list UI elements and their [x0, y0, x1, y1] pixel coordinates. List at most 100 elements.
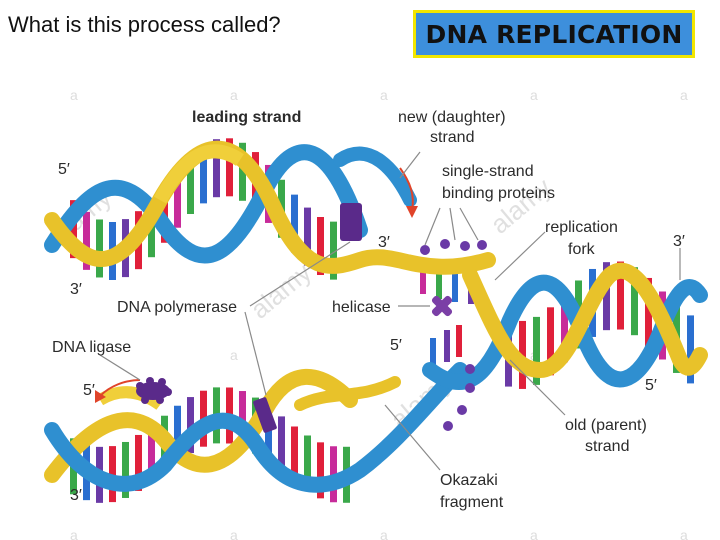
label-dna-polymerase: DNA polymerase	[117, 299, 237, 316]
base-pair-lower	[265, 406, 272, 463]
unpaired-base-upper	[452, 268, 458, 302]
label-5prime-mid: 5′	[390, 337, 402, 354]
leading-arrowhead	[406, 206, 418, 218]
upper-blue-strand	[44, 144, 368, 264]
upper-blue-lead	[333, 146, 417, 207]
leader-okazaki	[384, 404, 441, 471]
parent-gold-strand	[462, 262, 708, 379]
base-pair-upper	[96, 219, 103, 278]
base-pair-lower	[122, 441, 129, 498]
label-fork-1: replication	[545, 219, 618, 236]
leader-ligase	[99, 354, 141, 381]
okazaki-fragment-strand	[294, 376, 401, 411]
dna-replication-diagram: aaaaaaaaaaaaalamyalamyalamyalamy	[44, 87, 708, 540]
leader-fork	[494, 231, 546, 281]
answer-text: DNA REPLICATION	[425, 19, 683, 49]
base-pair-upper	[291, 194, 298, 253]
parent-blue-strand	[422, 274, 708, 390]
base-pair-upper	[330, 221, 337, 280]
watermark-mark: a	[230, 347, 238, 363]
label-3prime-bottom: 3′	[70, 487, 82, 504]
base-pair-upper	[317, 217, 324, 276]
base-pair-upper	[187, 155, 194, 214]
dna-polymerase-lower	[253, 397, 277, 433]
unpaired-base-lower	[430, 338, 436, 370]
label-3prime-left: 3′	[70, 281, 82, 298]
label-ssb-1: single-strand	[442, 163, 534, 180]
upper-gold-strand	[44, 140, 496, 275]
base-pair-lower	[291, 426, 298, 483]
base-pair-upper	[83, 211, 90, 270]
label-new-strand-1: new (daughter)	[398, 109, 506, 126]
question-text: What is this process called?	[8, 12, 281, 37]
base-pair-lower	[174, 405, 181, 462]
label-new-strand-2: strand	[430, 129, 474, 146]
base-pair-lower	[278, 416, 285, 473]
base-pair-parent	[687, 315, 694, 384]
lagging-arrowhead	[95, 390, 106, 403]
label-3prime-right: 3′	[673, 233, 685, 250]
watermark-mark: a	[530, 87, 538, 103]
ssb-dots	[420, 239, 487, 431]
dna-ligase-shape	[136, 377, 172, 404]
base-pair-parent	[645, 277, 652, 346]
base-pair-upper	[200, 145, 207, 204]
base-pair-lower	[187, 397, 194, 454]
leader-polymerase-lower	[244, 311, 267, 396]
watermark-text: alamy	[245, 257, 317, 325]
watermark-mark: a	[380, 527, 388, 540]
watermark-mark: a	[380, 87, 388, 103]
base-pair-parent	[533, 316, 540, 385]
lower-blue-strand	[44, 362, 468, 493]
base-pair-parent	[547, 307, 554, 376]
label-ssb-2: binding proteins	[442, 185, 555, 202]
leader-polymerase-upper	[249, 241, 351, 307]
answer-box: DNA REPLICATION	[413, 10, 695, 58]
label-okazaki-1: Okazaki	[440, 472, 498, 489]
label-3prime-upper-mid: 3′	[378, 234, 390, 251]
watermark-mark: a	[70, 527, 78, 540]
unpaired-base-lower	[444, 330, 450, 362]
dna-polymerase-upper	[340, 203, 362, 241]
label-leading-strand: leading strand	[192, 109, 301, 126]
watermark-mark: a	[680, 87, 688, 103]
base-pair-lower	[304, 435, 311, 492]
unpaired-base-upper	[436, 265, 442, 299]
base-pair-parent	[561, 294, 568, 363]
base-pair-upper	[174, 169, 181, 228]
base-pair-upper	[239, 142, 246, 201]
upper-gold-front	[153, 144, 244, 204]
label-helicase: helicase	[332, 299, 391, 316]
label-okazaki-2: fragment	[440, 494, 504, 511]
leader-ssb-2	[449, 207, 456, 241]
unpaired-base-upper	[420, 260, 426, 294]
watermark-mark: a	[230, 527, 238, 540]
label-fork-2: fork	[568, 241, 596, 258]
unpaired-base-lower	[456, 325, 462, 357]
base-pair-lower	[148, 425, 155, 482]
base-pair-upper	[304, 207, 311, 266]
base-pair-upper	[70, 200, 77, 259]
watermark-mark: a	[230, 87, 238, 103]
label-old-strand-2: strand	[585, 438, 629, 455]
leader-ssb-3	[459, 207, 479, 241]
base-pair-upper	[213, 139, 220, 198]
base-pair-parent	[631, 267, 638, 336]
base-pair-lower	[109, 446, 116, 503]
base-pair-lower	[135, 434, 142, 491]
base-pair-parent	[603, 262, 610, 331]
watermark-mark: a	[530, 527, 538, 540]
label-old-strand-1: old (parent)	[565, 417, 647, 434]
lagging-direction-arrow	[99, 379, 141, 397]
leader-new-strand	[399, 151, 421, 179]
label-dna-ligase: DNA ligase	[52, 339, 131, 356]
leader-old-strand	[509, 359, 566, 416]
label-5prime-lower-left: 5′	[83, 382, 95, 399]
base-pair-parent	[617, 261, 624, 330]
base-pair-upper	[226, 138, 233, 197]
watermark-mark: a	[680, 527, 688, 540]
base-pair-lower	[317, 442, 324, 499]
helicase-shape	[431, 295, 453, 317]
lower-gold-strand	[44, 368, 358, 483]
label-5prime-lower-right: 5′	[645, 377, 657, 394]
